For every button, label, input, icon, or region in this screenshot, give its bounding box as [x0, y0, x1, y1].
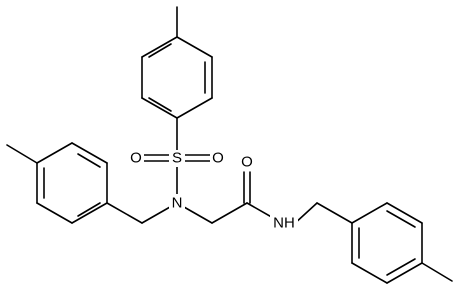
bond: [386, 202, 423, 224]
aromatic-inner-bond: [386, 210, 416, 228]
bond: [386, 262, 423, 284]
bond: [176, 97, 213, 119]
bond: [183, 206, 213, 224]
aromatic-inner-bond: [148, 43, 172, 58]
left-methylbenzyl-group: [6, 142, 171, 224]
sulfonyl-group: [141, 117, 213, 197]
bond: [316, 202, 353, 224]
bond: [6, 144, 38, 164]
amide-chain: [183, 171, 353, 226]
bond: [36, 142, 73, 164]
carbonyl-oxygen-label: O: [241, 154, 253, 171]
nitrogen-atom-label: N: [172, 195, 183, 212]
bond: [421, 262, 453, 282]
bond: [106, 202, 143, 224]
right-tolyl-ring: [351, 202, 453, 284]
aromatic-inner-bond: [148, 97, 172, 112]
bond: [141, 206, 171, 224]
atom-labels: S O O N O NH: [128, 150, 298, 232]
bond: [176, 36, 213, 58]
bond: [71, 142, 108, 164]
bond: [71, 202, 108, 224]
top-tolyl-ring: [141, 6, 213, 119]
amide-nh-label: NH: [273, 215, 295, 232]
bond: [141, 36, 178, 58]
bond: [141, 97, 178, 119]
bond: [351, 202, 388, 224]
aromatic-inner-bond: [77, 202, 101, 217]
aromatic-inner-bond: [386, 258, 416, 276]
sulfur-atom-label: S: [172, 150, 182, 167]
bond: [211, 202, 248, 224]
aromatic-inner-bond: [77, 153, 101, 168]
bond: [36, 202, 73, 224]
bond: [351, 262, 388, 284]
oxygen-atom-label: O: [130, 150, 142, 167]
oxygen-atom-label: O: [212, 150, 224, 167]
